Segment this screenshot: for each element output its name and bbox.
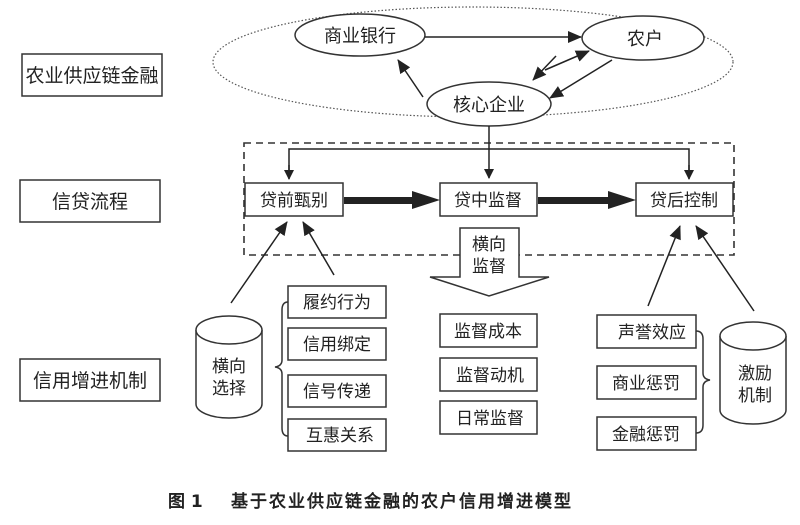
selection-item-text: 履约行为 — [303, 293, 371, 313]
row-label-credit-process: 信贷流程 — [19, 179, 161, 223]
arrow-selection-to-pre-loan — [230, 221, 288, 304]
supervision-item-text: 监督动机 — [456, 366, 524, 386]
incentive-item: 金融惩罚 — [596, 416, 697, 451]
selection-item: 履约行为 — [287, 285, 387, 319]
row-label-supply-chain-finance: 农业供应链金融 — [21, 53, 163, 97]
selection-text-1: 横向 — [212, 357, 246, 377]
incentive-text-2: 机制 — [738, 386, 772, 406]
process-pre-loan-screening: 贷前甄别 — [244, 182, 344, 217]
horizontal-supervision-arrow: 横向 监督 — [429, 227, 550, 297]
supervision-text-2: 监督 — [472, 257, 506, 277]
incentive-mechanism-cylinder: 激励 机制 — [719, 321, 787, 425]
flow-arrow-pre-to-in — [344, 191, 440, 209]
supervision-item-text: 监督成本 — [454, 322, 522, 342]
supervision-text-1: 横向 — [472, 235, 506, 255]
selection-item-text: 信号传递 — [303, 382, 371, 402]
selection-item: 信号传递 — [287, 374, 387, 408]
node-farmer: 农户 — [581, 15, 705, 61]
connector-distribution — [288, 148, 690, 178]
arrow-items-to-post-loan — [647, 225, 681, 307]
process-text: 贷后控制 — [650, 191, 718, 211]
flow-arrow-in-to-post — [538, 191, 636, 209]
process-post-loan-control: 贷后控制 — [635, 182, 734, 217]
arrow-core-to-bank — [397, 59, 424, 98]
selection-brace — [274, 301, 289, 437]
figure-number: 图 1 — [168, 492, 203, 512]
row-label-text: 信用增进机制 — [33, 370, 147, 392]
selection-item-text: 互惠关系 — [306, 426, 374, 446]
selection-item-text: 信用绑定 — [303, 335, 371, 355]
row-label-credit-enhancement: 信用增进机制 — [19, 358, 161, 402]
incentive-item: 声誉效应 — [596, 314, 697, 349]
horizontal-selection-cylinder: 横向 选择 — [195, 315, 263, 419]
process-text: 贷前甄别 — [260, 191, 328, 211]
node-text: 核心企业 — [453, 95, 525, 116]
supervision-item: 日常监督 — [439, 400, 538, 435]
selection-item: 互惠关系 — [287, 418, 387, 452]
arrow-items-to-pre-loan — [302, 221, 335, 276]
node-commercial-bank: 商业银行 — [294, 13, 426, 57]
supervision-item-text: 日常监督 — [456, 409, 524, 429]
incentive-brace — [695, 330, 711, 434]
arrow-incentive-to-post-loan — [695, 225, 755, 312]
node-text: 商业银行 — [324, 26, 396, 47]
supervision-item: 监督成本 — [439, 313, 538, 348]
incentive-item: 商业惩罚 — [596, 365, 697, 400]
figure-caption: 基于农业供应链金融的农户信用增进模型 — [230, 491, 573, 512]
incentive-item-text: 声誉效应 — [618, 323, 686, 343]
node-text: 农户 — [627, 29, 663, 50]
incentive-text-1: 激励 — [738, 364, 772, 384]
row-label-text: 农业供应链金融 — [25, 65, 158, 87]
incentive-item-text: 金融惩罚 — [612, 425, 680, 445]
arrow-farmer-to-core — [532, 55, 557, 81]
arrow-core-to-farmer — [544, 50, 590, 71]
row-label-text: 信贷流程 — [52, 191, 128, 213]
selection-item: 信用绑定 — [287, 327, 387, 361]
selection-text-2: 选择 — [212, 379, 246, 399]
process-text: 贷中监督 — [454, 191, 522, 211]
node-core-enterprise: 核心企业 — [426, 81, 552, 127]
incentive-item-text: 商业惩罚 — [612, 374, 680, 394]
process-in-loan-supervision: 贷中监督 — [439, 182, 538, 217]
arrow-farmer-to-core-lower — [549, 59, 613, 99]
supervision-item: 监督动机 — [439, 357, 538, 392]
